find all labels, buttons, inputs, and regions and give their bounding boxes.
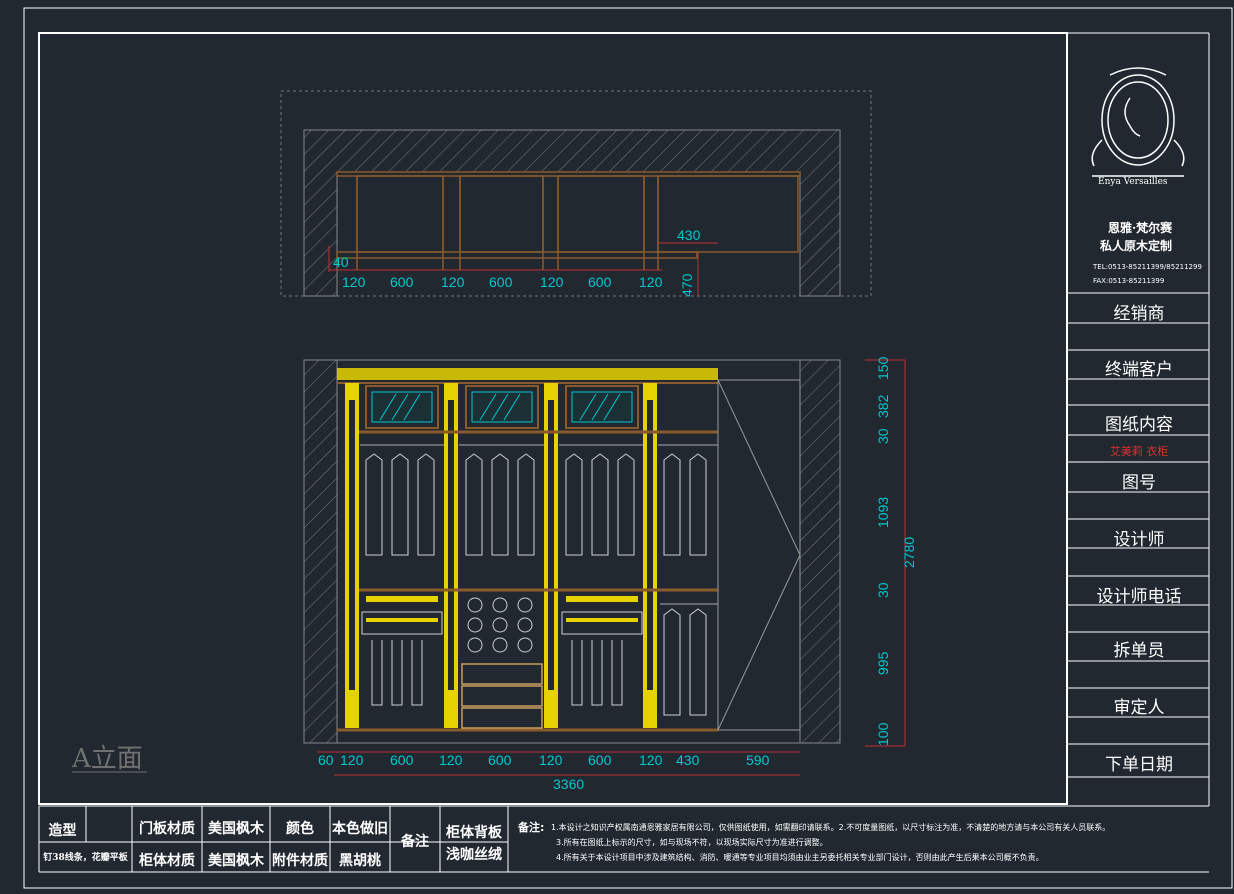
door-material-label: 门板材质 xyxy=(139,821,195,837)
plan-dim-label: 120 xyxy=(342,274,366,290)
plan-dim-label: 120 xyxy=(441,274,465,290)
door-material-value: 美国枫木 xyxy=(208,821,264,837)
field-end-customer: 终端客户 xyxy=(1105,360,1173,380)
plan-dim-label: 120 xyxy=(639,274,663,290)
view-label: A立面 xyxy=(71,744,143,774)
company-tagline: 私人原木定制 xyxy=(1100,239,1173,253)
elev-dim-right: 30 xyxy=(875,582,891,598)
plan-dim-label: 430 xyxy=(677,227,701,243)
field-dealer: 经销商 xyxy=(1113,304,1165,324)
plan-dim-label: 470 xyxy=(679,273,695,297)
elev-dim-bottom: 600 xyxy=(488,752,512,768)
field-order-splitter: 拆单员 xyxy=(1113,641,1165,661)
hardware-value: 黑胡桃 xyxy=(339,853,381,869)
hardware-label: 附件材质 xyxy=(272,853,328,869)
elev-dim-bottom: 600 xyxy=(588,752,612,768)
company-fax: FAX:0513-85211399 xyxy=(1093,277,1165,285)
color-label: 颜色 xyxy=(286,821,314,837)
field-designer: 设计师 xyxy=(1113,530,1165,550)
elev-dim-bottom: 120 xyxy=(539,752,563,768)
elev-dim-bottom: 60 xyxy=(318,752,334,768)
company-tel: TEL:0513-85211399/85211299 xyxy=(1093,263,1202,271)
style-value: 钉38线条，花瓣平板 xyxy=(43,853,128,863)
back-panel-label: 柜体背板 xyxy=(446,825,502,841)
elev-dim-height-total: 2780 xyxy=(901,537,917,568)
elev-dim-right: 995 xyxy=(875,651,891,675)
field-drawing-content: 图纸内容 xyxy=(1105,415,1173,435)
plan-dim-label: 120 xyxy=(540,274,564,290)
drawing-content-value: 艾美莉 衣柜 xyxy=(1109,445,1169,458)
elev-dim-bottom: 120 xyxy=(639,752,663,768)
plan-dim-label: 600 xyxy=(390,274,414,290)
elev-dim-right: 30 xyxy=(875,428,891,444)
elev-dim-bottom: 120 xyxy=(340,752,364,768)
elev-dim-bottom: 120 xyxy=(439,752,463,768)
field-designer-phone: 设计师电话 xyxy=(1096,587,1182,607)
logo-wordmark: Enya Versailles xyxy=(1098,177,1168,187)
plan-dim-40: 40 xyxy=(333,254,349,270)
notes-title: 备注: xyxy=(518,821,545,834)
elev-dim-bottom: 430 xyxy=(676,752,700,768)
plan-dim-label: 600 xyxy=(489,274,513,290)
elev-dim-right: 382 xyxy=(875,394,891,418)
elev-dim-bottom: 600 xyxy=(390,752,414,768)
elevation-view xyxy=(303,359,841,744)
elev-dim-bottom: 590 xyxy=(746,752,770,768)
elev-dim-right: 1093 xyxy=(875,497,891,528)
elev-dim-total: 3360 xyxy=(553,776,584,792)
elev-dim-right: 100 xyxy=(875,722,891,746)
remark-label: 备注 xyxy=(401,834,429,850)
outer-border xyxy=(23,7,1233,889)
elev-dim-right: 150 xyxy=(875,356,891,380)
field-order-date: 下单日期 xyxy=(1105,755,1173,775)
plan-view: 40 120 600 120 600 120 600 120 430 470 xyxy=(280,90,872,297)
plan-dim-label: 600 xyxy=(588,274,612,290)
cabinet-material-label: 柜体材质 xyxy=(139,853,195,869)
field-drawing-number: 图号 xyxy=(1122,473,1156,493)
color-value: 本色做旧 xyxy=(332,821,388,837)
style-label: 造型 xyxy=(48,823,77,839)
brand-logo xyxy=(1091,67,1185,177)
elevation-dimensions xyxy=(317,359,906,776)
note-4: 4.所有关于本设计项目中涉及建筑结构、消防、暖通等专业项目均须由业主另委托相关专… xyxy=(556,853,1044,862)
back-panel-value: 浅咖丝绒 xyxy=(446,847,502,863)
company-name: 恩雅·梵尔赛 xyxy=(1108,221,1173,235)
field-approver: 审定人 xyxy=(1113,698,1165,718)
note-1: 1.本设计之知识产权属南通恩雅家居有限公司，仅供图纸使用，如需翻印请联系。2.不… xyxy=(551,823,1111,832)
cabinet-material-value: 美国枫木 xyxy=(208,853,264,869)
note-3: 3.所有在图纸上标示的尺寸，如与现场不符，以现场实际尺寸为准进行调整。 xyxy=(556,838,828,847)
